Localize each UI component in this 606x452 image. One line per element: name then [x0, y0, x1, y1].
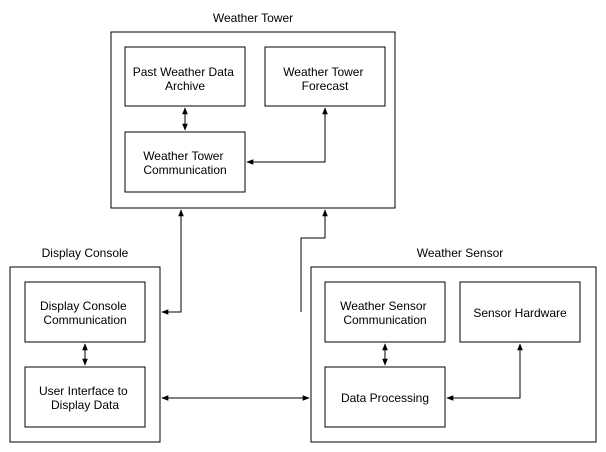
node-label: Weather Tower Communication [143, 149, 227, 177]
node-data-processing[interactable]: Data Processing [324, 366, 446, 428]
node-past-weather-data-archive[interactable]: Past Weather Data Archive [124, 46, 246, 107]
node-label: Display Console Communication [40, 299, 130, 327]
node-display-console-communication[interactable]: Display Console Communication [24, 281, 146, 343]
node-weather-sensor-communication[interactable]: Weather Sensor Communication [324, 281, 446, 343]
node-label: Sensor Hardware [473, 306, 567, 320]
node-label: Past Weather Data Archive [133, 65, 238, 93]
node-weather-tower-communication[interactable]: Weather Tower Communication [124, 131, 246, 193]
node-sensor-hardware[interactable]: Sensor Hardware [459, 281, 581, 343]
node-user-interface-display-data[interactable]: User Interface to Display Data [24, 366, 146, 428]
node-label: Data Processing [341, 391, 429, 405]
group-weather-tower-title: Weather Tower [213, 11, 293, 25]
node-label: Weather Sensor Communication [340, 299, 430, 327]
group-weather-sensor-title: Weather Sensor [417, 246, 504, 260]
edge-tower-communication-to-forecast[interactable] [246, 107, 328, 165]
group-display-console-title: Display Console [42, 246, 129, 260]
edge-console-communication-to-weather-tower[interactable] [161, 209, 184, 315]
edge-data-processing-to-sensor-hardware[interactable] [446, 343, 523, 401]
edge-sensor-communication-to-weather-tower[interactable] [300, 209, 328, 312]
node-weather-tower-forecast[interactable]: Weather Tower Forecast [264, 46, 386, 107]
node-label: Weather Tower Forecast [283, 65, 367, 93]
node-label: User Interface to Display Data [39, 384, 131, 412]
